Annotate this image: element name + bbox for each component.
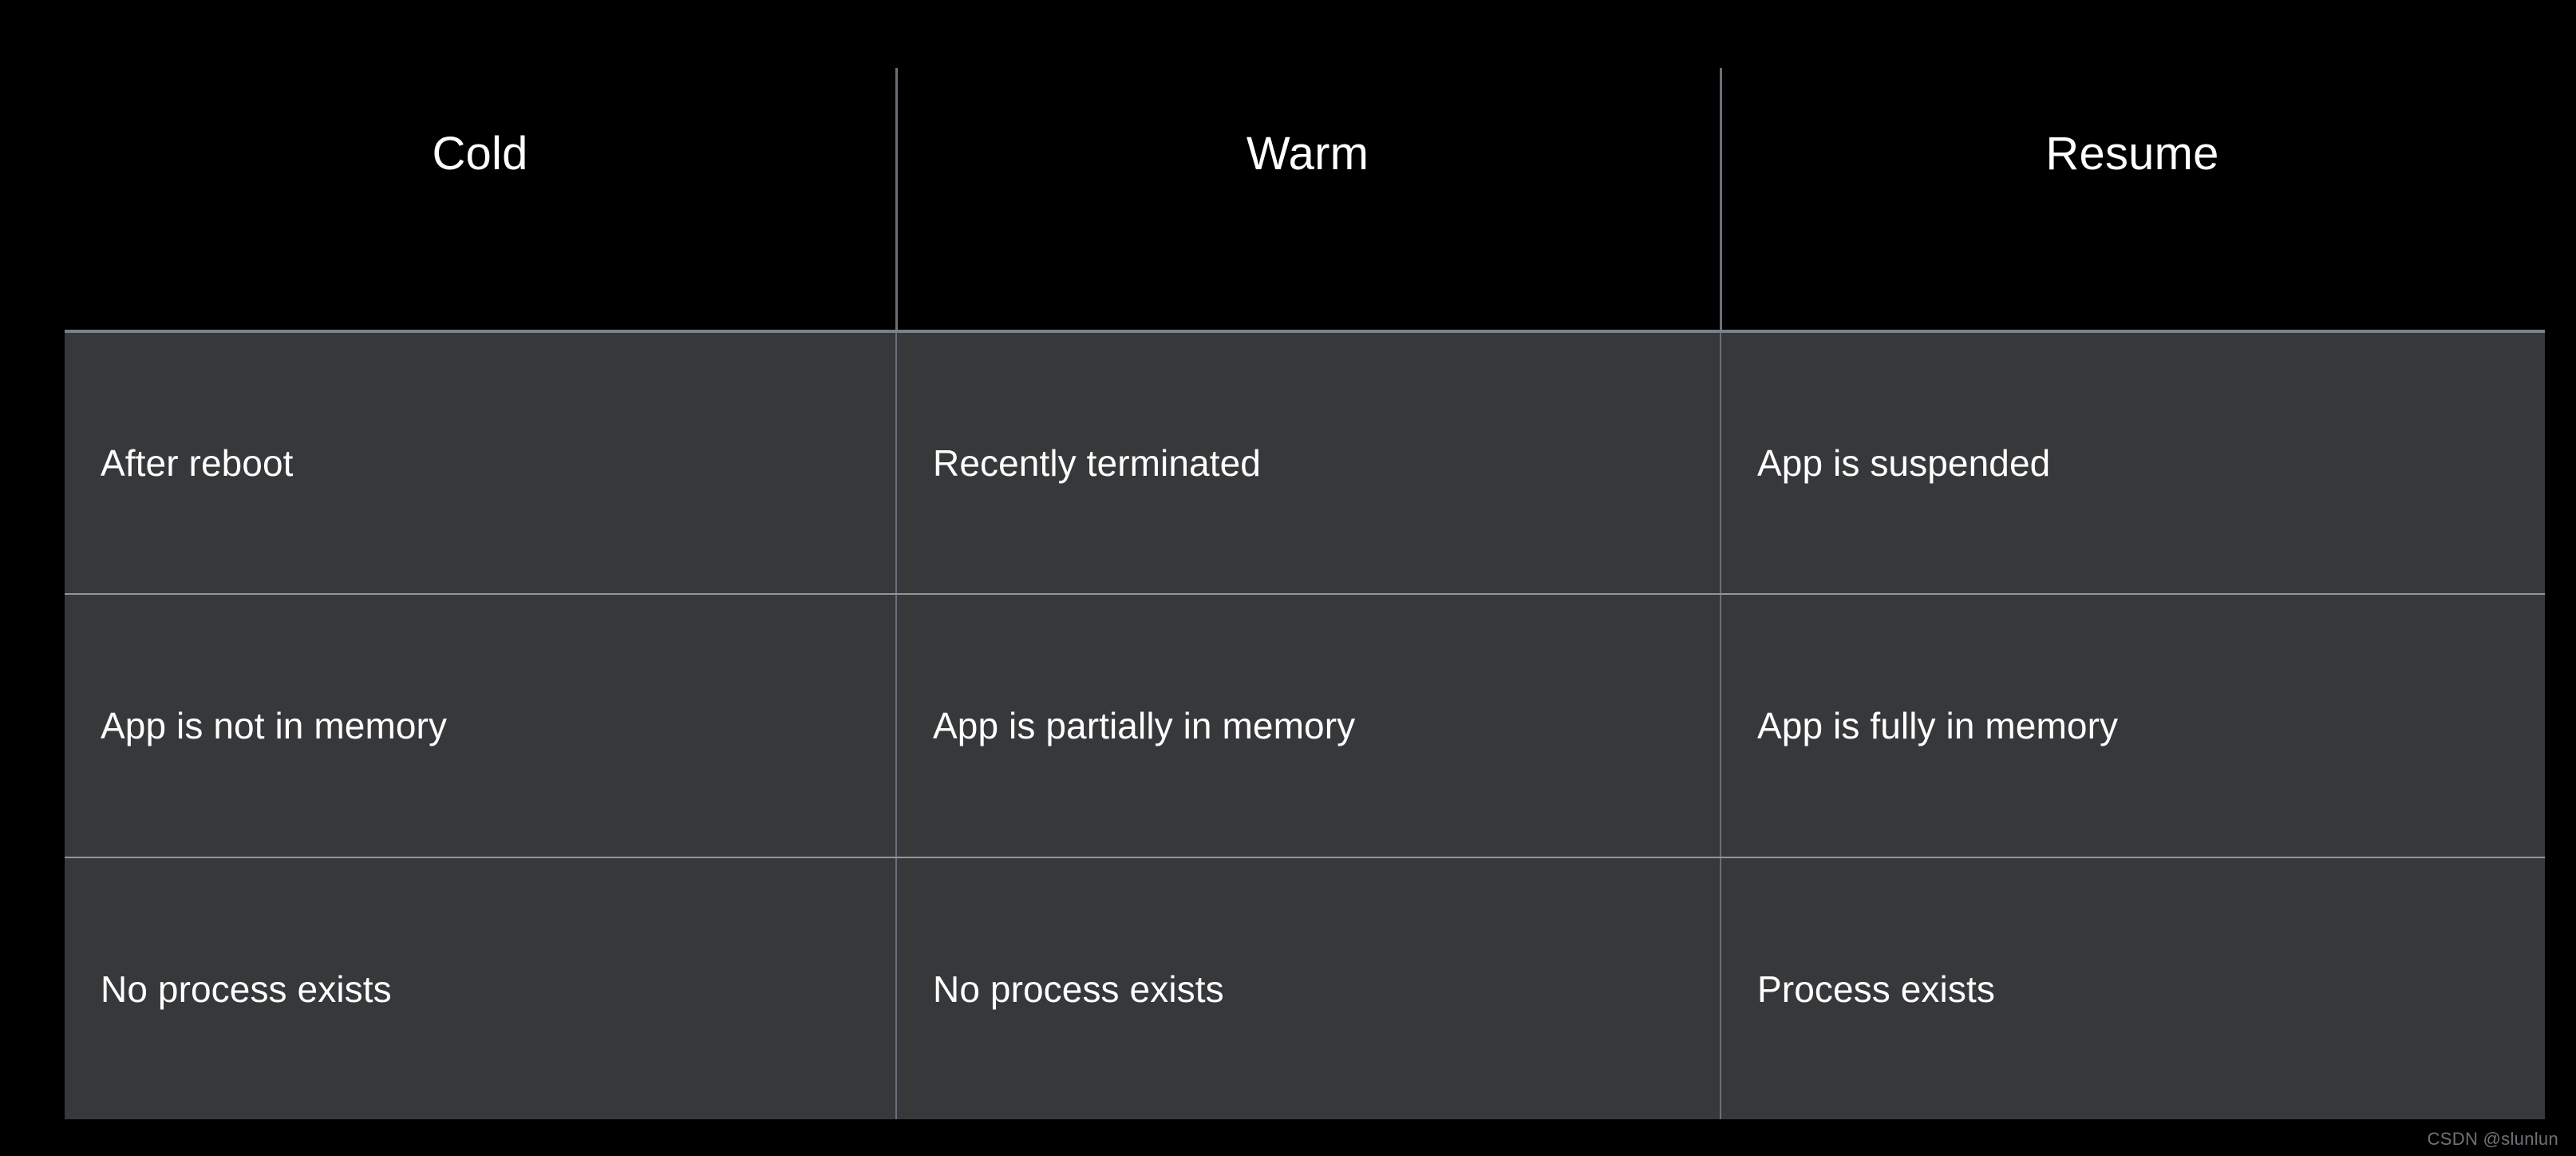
table-header-cell-cold: Cold	[65, 0, 895, 330]
column-header-label: Warm	[1246, 127, 1369, 180]
table-cell: No process exists	[895, 858, 1720, 1119]
table-row: No process exists No process exists Proc…	[65, 857, 2545, 1119]
table-row: App is not in memory App is partially in…	[65, 593, 2545, 857]
table-cell-text: App is partially in memory	[933, 705, 1356, 746]
table-cell-text: After reboot	[101, 442, 294, 484]
table-cell: App is not in memory	[65, 595, 895, 857]
table-cell: Process exists	[1720, 858, 2545, 1119]
watermark: CSDN @slunlun	[2427, 1129, 2558, 1149]
table-cell-text: App is suspended	[1757, 442, 2051, 484]
table-header-cell-resume: Resume	[1720, 0, 2545, 330]
table-cell: After reboot	[65, 333, 895, 593]
table-header-cell-warm: Warm	[895, 0, 1720, 330]
column-header-label: Cold	[432, 127, 528, 180]
column-divider-1	[895, 68, 898, 330]
column-header-label: Resume	[2045, 127, 2219, 180]
column-divider-2	[1720, 68, 1722, 330]
table-cell-text: App is not in memory	[101, 705, 448, 746]
table-cell: App is partially in memory	[895, 595, 1720, 857]
comparison-table: After reboot Recently terminated App is …	[65, 330, 2545, 1119]
table-row: After reboot Recently terminated App is …	[65, 333, 2545, 593]
table-cell-text: Recently terminated	[933, 442, 1261, 484]
table-cell-text: App is fully in memory	[1757, 705, 2119, 746]
table-cell-text: No process exists	[933, 968, 1224, 1010]
table-cell-text: No process exists	[101, 968, 392, 1010]
table-cell-text: Process exists	[1757, 968, 1995, 1010]
table-cell: App is suspended	[1720, 333, 2545, 593]
table-cell: App is fully in memory	[1720, 595, 2545, 857]
table-cell: Recently terminated	[895, 333, 1720, 593]
table-header-row: Cold Warm Resume	[65, 0, 2545, 330]
table-cell: No process exists	[65, 858, 895, 1119]
